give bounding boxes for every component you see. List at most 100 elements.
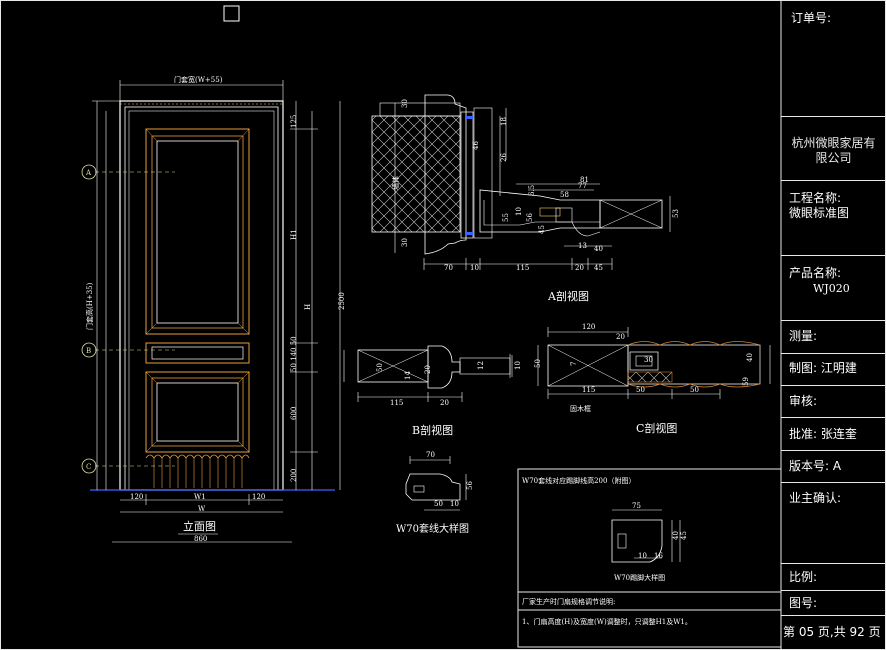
marker-b: B: [86, 347, 91, 355]
svg-text:70: 70: [426, 451, 435, 459]
marker-a: A: [85, 169, 92, 177]
svg-text:12: 12: [477, 361, 485, 370]
svg-text:55: 55: [502, 213, 510, 222]
title-block-owner: 业主确认:: [781, 483, 886, 564]
svg-text:40: 40: [594, 245, 603, 253]
project-label: 工程名称:: [789, 191, 842, 205]
svg-text:115: 115: [516, 264, 529, 272]
total-width-value: 860: [194, 535, 207, 543]
title-block-review: 审核:: [781, 386, 886, 418]
svg-text:53: 53: [672, 209, 680, 218]
section-c-dim-labels: 120 20 115 50 50 50 40 59 30 7: [534, 323, 754, 394]
drawn-by: 制图: 江明建: [789, 361, 857, 375]
section-a-dim-labels: 70 10 115 20 45 81 77 58 6.5 55 10 56 40…: [401, 99, 680, 272]
svg-text:50: 50: [690, 386, 699, 394]
side-height-label: 门套高(H+35): [85, 282, 94, 330]
order-no-label: 订单号:: [791, 11, 832, 25]
svg-text:50: 50: [534, 359, 542, 368]
section-c-drawing: [547, 341, 761, 388]
trim-detail-title: W70套线大样图: [396, 522, 469, 535]
svg-text:30: 30: [401, 238, 409, 247]
svg-text:70: 70: [444, 264, 453, 272]
svg-text:115: 115: [390, 399, 403, 407]
view-cube-icon[interactable]: [223, 5, 240, 22]
svg-text:120: 120: [582, 323, 595, 331]
svg-text:10: 10: [470, 264, 479, 272]
title-block-approve: 批准: 张连奎: [781, 418, 886, 451]
review-label: 审核:: [789, 394, 818, 408]
svg-text:45: 45: [594, 264, 603, 272]
svg-text:45: 45: [680, 531, 688, 540]
svg-text:75: 75: [632, 502, 641, 510]
svg-text:50: 50: [376, 363, 384, 372]
svg-text:20: 20: [424, 365, 432, 374]
svg-text:13: 13: [578, 242, 587, 250]
svg-text:46: 46: [472, 141, 480, 150]
svg-text:26: 26: [500, 153, 508, 162]
title-block-version: 版本号: A: [781, 451, 886, 483]
title-block-survey: 测量:: [781, 321, 886, 354]
svg-text:115: 115: [582, 386, 595, 394]
svg-text:10: 10: [450, 500, 459, 508]
owner-confirm-label: 业主确认:: [789, 491, 842, 505]
marker-c: C: [86, 463, 91, 471]
svg-text:40: 40: [672, 531, 680, 540]
svg-text:20: 20: [616, 333, 625, 341]
svg-text:50: 50: [434, 500, 443, 508]
solid-wood-frame-label: 固木框: [570, 404, 591, 413]
section-b-drawing: [357, 345, 511, 389]
section-b-dim-labels: 115 20 50 12 14 20 10: [376, 361, 522, 407]
svg-text:18: 18: [500, 117, 508, 126]
section-b-dimensions: [343, 350, 513, 402]
title-block-order: 订单号:: [781, 0, 886, 117]
section-c-dimensions: [537, 327, 771, 399]
total-height-value: 2500: [338, 292, 346, 310]
detail-dim-labels: 70 50 10 56 75 10 16 40 45: [426, 451, 688, 560]
w-label: W: [198, 505, 206, 513]
w1-label: W1: [194, 493, 206, 501]
product-label: 产品名称:: [789, 266, 842, 280]
svg-text:81: 81: [580, 176, 589, 184]
svg-text:7: 7: [570, 362, 578, 366]
title-block-drawn: 制图: 江明建: [781, 354, 886, 386]
svg-text:58: 58: [560, 191, 569, 199]
scale-label: 比例:: [789, 570, 818, 584]
svg-text:56: 56: [466, 481, 474, 490]
title-block-product: 产品名称: WJ020: [781, 256, 886, 321]
rail-top-value: 125: [290, 115, 298, 128]
h1-label: H1: [290, 229, 298, 240]
h-label: H: [304, 304, 312, 310]
svg-text:40: 40: [746, 353, 754, 362]
svg-text:10: 10: [514, 361, 522, 370]
title-block-company: 杭州微眼家居有限公司: [781, 117, 886, 181]
elevation-dimensions: [92, 80, 341, 543]
svg-text:14: 14: [404, 371, 412, 380]
wall-label: 墙体: [391, 176, 400, 190]
drawing-no-label: 图号:: [789, 596, 818, 610]
svg-text:45: 45: [538, 225, 546, 234]
stile-right-value: 120: [252, 493, 265, 501]
svg-text:10: 10: [515, 207, 523, 216]
section-c-title: C剖视图: [636, 421, 677, 435]
svg-text:10: 10: [638, 552, 647, 560]
baseboard-note-title: W70套线对应踢脚线高200（附图）: [522, 476, 635, 485]
svg-text:30: 30: [644, 356, 653, 364]
section-a-drawing: [371, 94, 663, 255]
title-block-page: 第 05 页,共 92 页: [781, 616, 886, 649]
version-label: 版本号: A: [789, 459, 842, 473]
svg-text:50: 50: [636, 386, 645, 394]
rail-mid-value: 50 140 50: [290, 336, 298, 372]
stile-left-value: 120: [130, 493, 143, 501]
baseboard-detail-drawing: [611, 509, 681, 563]
svg-text:56: 56: [526, 213, 534, 222]
notes-title: 厂家生产时门扇规格调节说明:: [522, 597, 615, 606]
survey-label: 测量:: [789, 329, 818, 343]
project-value: 微眼标准图: [789, 206, 850, 220]
page-counter: 第 05 页,共 92 页: [783, 625, 881, 639]
svg-text:6.5: 6.5: [528, 185, 536, 196]
svg-text:20: 20: [575, 264, 584, 272]
svg-text:16: 16: [654, 552, 663, 560]
panel-low-value: 600: [290, 407, 298, 420]
